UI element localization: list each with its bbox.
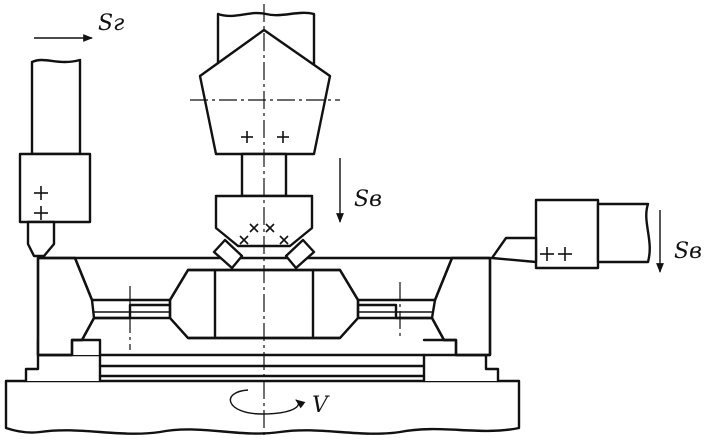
label-feed-horizontal: Sг bbox=[98, 11, 124, 36]
right-tool bbox=[490, 198, 651, 270]
base-clamps bbox=[24, 338, 500, 383]
workpiece-ring bbox=[36, 256, 492, 357]
rotation-arrow bbox=[229, 389, 306, 415]
left-tool bbox=[18, 58, 92, 258]
label-feed-vertical-center: Sв bbox=[354, 187, 382, 212]
central-tool-head bbox=[198, 11, 332, 270]
label-feed-vertical-right: Sв bbox=[674, 239, 702, 264]
label-rotation: V bbox=[312, 393, 330, 418]
machine-table bbox=[4, 379, 521, 435]
center-lines bbox=[129, 4, 401, 438]
